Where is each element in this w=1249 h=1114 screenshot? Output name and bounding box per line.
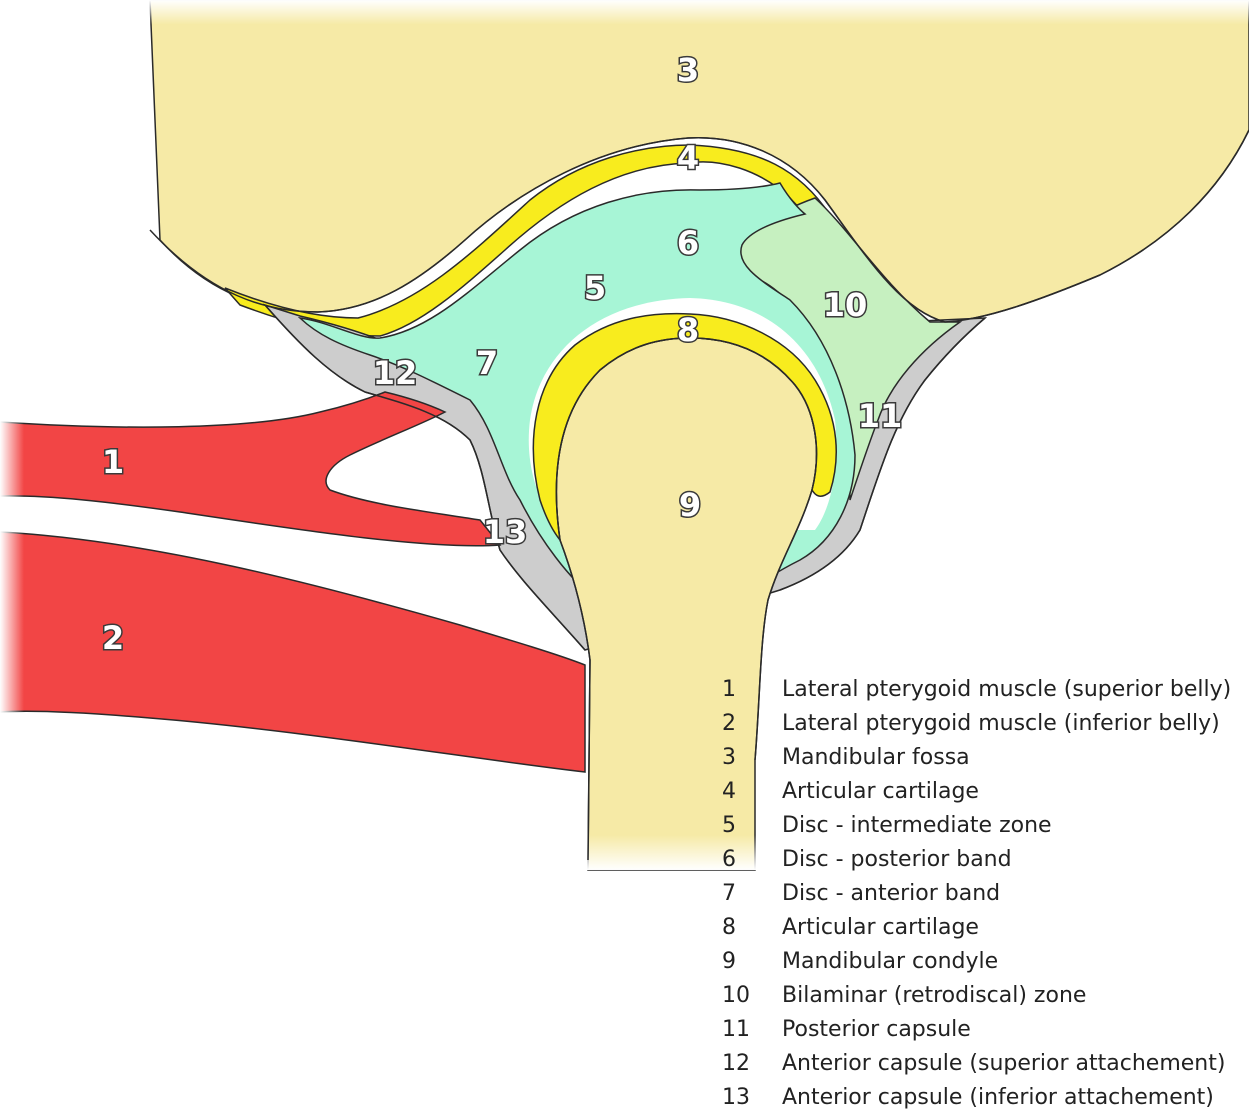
marker-12: 12 bbox=[373, 354, 418, 392]
marker-6: 6 bbox=[677, 224, 699, 262]
legend-label: Anterior capsule (inferior attachement) bbox=[782, 1085, 1214, 1110]
legend-number: 8 bbox=[722, 915, 782, 940]
muscle-fade bbox=[0, 410, 400, 720]
legend-number: 4 bbox=[722, 779, 782, 804]
legend-label: Disc - intermediate zone bbox=[782, 813, 1052, 838]
marker-7: 7 bbox=[476, 344, 498, 382]
marker-4: 4 bbox=[677, 139, 699, 177]
marker-8: 8 bbox=[677, 311, 699, 349]
marker-3: 3 bbox=[677, 51, 699, 89]
marker-5: 5 bbox=[584, 269, 606, 307]
legend-number: 6 bbox=[722, 847, 782, 872]
legend-number: 13 bbox=[722, 1085, 782, 1110]
legend-label: Articular cartilage bbox=[782, 915, 979, 940]
legend-number: 9 bbox=[722, 949, 782, 974]
legend-number: 12 bbox=[722, 1051, 782, 1076]
marker-11: 11 bbox=[858, 397, 903, 435]
legend-number: 10 bbox=[722, 983, 782, 1008]
legend-number: 5 bbox=[722, 813, 782, 838]
legend-label: Lateral pterygoid muscle (superior belly… bbox=[782, 677, 1231, 702]
marker-10: 10 bbox=[823, 286, 868, 324]
legend-label: Mandibular fossa bbox=[782, 745, 970, 770]
legend-number: 7 bbox=[722, 881, 782, 906]
legend-label: Disc - anterior band bbox=[782, 881, 1000, 906]
legend-label: Anterior capsule (superior attachement) bbox=[782, 1051, 1225, 1076]
marker-13: 13 bbox=[483, 513, 528, 551]
legend-number: 2 bbox=[722, 711, 782, 736]
legend-label: Articular cartilage bbox=[782, 779, 979, 804]
legend-label: Mandibular condyle bbox=[782, 949, 998, 974]
legend-number: 11 bbox=[722, 1017, 782, 1042]
legend-label: Posterior capsule bbox=[782, 1017, 971, 1042]
marker-1: 1 bbox=[102, 443, 124, 481]
legend-label: Lateral pterygoid muscle (inferior belly… bbox=[782, 711, 1220, 736]
legend-label: Disc - posterior band bbox=[782, 847, 1012, 872]
legend-label: Bilaminar (retrodiscal) zone bbox=[782, 983, 1086, 1008]
marker-2: 2 bbox=[102, 619, 124, 657]
legend-number: 1 bbox=[722, 677, 782, 702]
marker-9: 9 bbox=[679, 486, 701, 524]
legend-number: 3 bbox=[722, 745, 782, 770]
